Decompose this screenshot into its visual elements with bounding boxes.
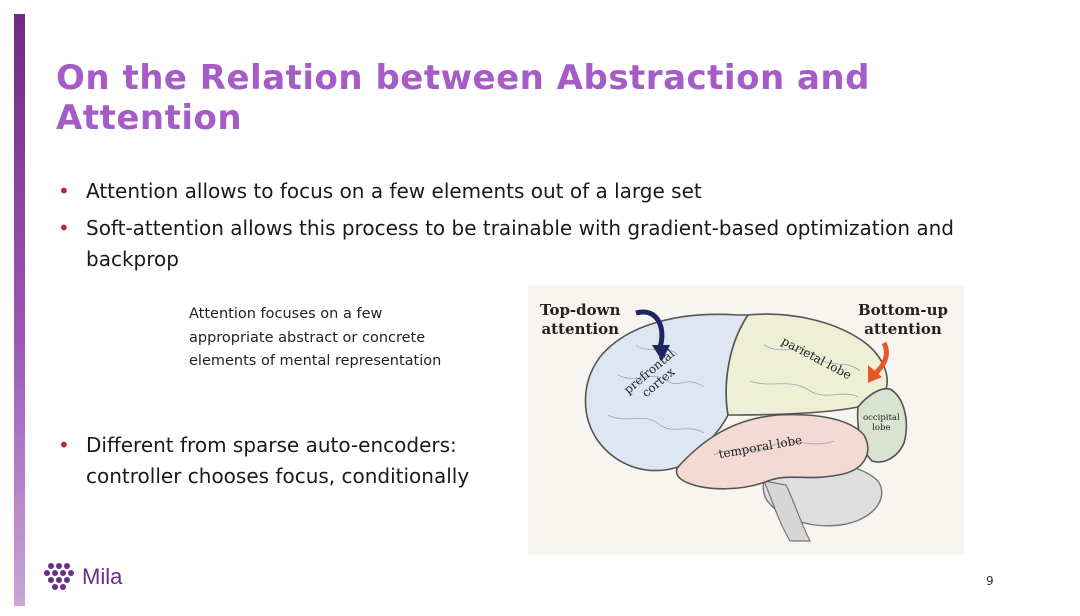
bullet-dot-icon: • (58, 179, 70, 203)
bullet-list-top: • Attention allows to focus on a few ele… (54, 176, 1034, 281)
mila-logo: Mila (42, 560, 122, 594)
accent-bar (14, 14, 25, 606)
bullet-list-bottom: • Different from sparse auto-encoders: c… (54, 430, 514, 492)
bullet-item: • Attention allows to focus on a few ele… (54, 176, 1034, 207)
brain-illustration (584, 309, 908, 542)
bullet-dot-icon: • (58, 433, 70, 457)
mila-hexagon-icon (44, 563, 74, 590)
bullet-text: Soft-attention allows this process to be… (86, 216, 954, 271)
slide-title: On the Relation between Abstraction and … (56, 58, 870, 138)
bullet-item: • Soft-attention allows this process to … (54, 213, 1034, 275)
page-number: 9 (986, 574, 994, 588)
bullet-dot-icon: • (58, 216, 70, 240)
sulci-lines (607, 344, 861, 456)
bullet-item: • Different from sparse auto-encoders: c… (54, 430, 514, 492)
bottom-up-arrow-icon (874, 341, 889, 375)
logo-text: Mila (82, 564, 123, 589)
bullet-text: Attention allows to focus on a few eleme… (86, 179, 702, 203)
attention-note: Attention focuses on a few appropriate a… (189, 306, 442, 369)
temporal-region (675, 413, 869, 490)
prefrontal-region (584, 313, 750, 472)
brainstem-region (762, 480, 811, 542)
bullet-text: Different from sparse auto-encoders: con… (86, 433, 470, 488)
top-down-arrow-icon (635, 309, 665, 348)
